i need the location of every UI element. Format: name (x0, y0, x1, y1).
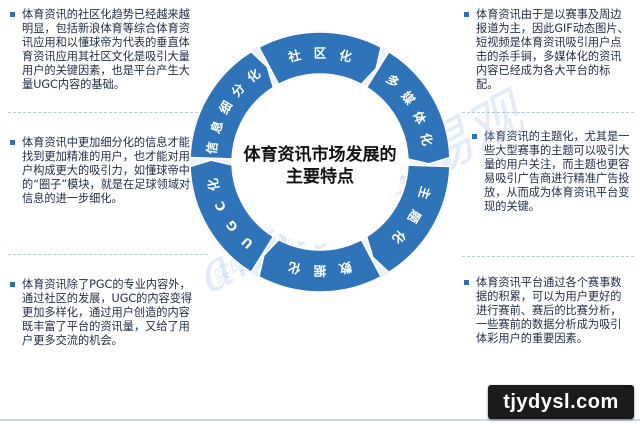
ring-label-char: 化 (338, 47, 354, 65)
center-title-line2: 主要特点 (286, 166, 354, 187)
right-block-multimedia: 体育资讯由于是以赛事及周边报道为主，因此GIF动态图片、短视频是体育资讯吸引用户… (464, 8, 632, 92)
bullet-icon (464, 280, 469, 285)
ring-label-char: 息 (208, 118, 226, 135)
left-block-ugc-text: 体育资讯除了PGC的专业内容外，通过社区的发展，UGC的内容变得更加多样化，通过… (22, 278, 193, 347)
right-block-multimedia-text: 体育资讯由于是以赛事及周边报道为主，因此GIF动态图片、短视频是体育资讯吸引用户… (476, 8, 629, 91)
right-divider-2 (462, 256, 634, 257)
ring-segment (189, 159, 275, 274)
left-block-ugc: 体育资讯除了PGC的专业内容外，通过社区的发展，UGC的内容变得更加多样化，通过… (10, 278, 198, 348)
right-block-data: 体育资讯平台通过各个赛事数据的积累，可以为用户更好的进行赛前、赛后的比赛分析，一… (464, 276, 632, 346)
ring-label-char: 数 (337, 259, 354, 277)
left-divider-1 (8, 112, 208, 113)
right-divider-1 (462, 112, 634, 113)
ring-segment (258, 238, 383, 293)
ring-segment (365, 50, 451, 165)
left-block-segmentation: 体育资讯中更加细分化的信息才能找到更加精准的用户，也才能对用户构成更大的吸引力，… (10, 136, 198, 206)
left-block-community: 体育资讯的社区化趋势已经越来越明显，包括新浪体育等综合体育资讯应用和以懂球帝为代… (10, 8, 198, 92)
bullet-icon (472, 134, 477, 139)
bullet-icon (10, 282, 15, 287)
right-block-theme-text: 体育资讯的主题化，尤其是一些大型赛事的主题可以吸引大量的用户关注，而主题也更容易… (484, 130, 630, 213)
right-block-theme: 体育资讯的主题化，尤其是一些大型赛事的主题可以吸引大量的用户关注，而主题也更容易… (472, 130, 632, 214)
center-title-line1: 体育资讯市场发展的 (244, 144, 397, 165)
ring-label-char: 主 (415, 185, 433, 202)
left-block-community-text: 体育资讯的社区化趋势已经越来越明显，包括新浪体育等综合体育资讯应用和以懂球帝为代… (22, 8, 190, 91)
bullet-icon (10, 12, 15, 17)
bullet-icon (10, 140, 15, 145)
site-badge: tjydysl.com (488, 385, 634, 419)
ring-label-char: 社 (286, 47, 303, 65)
ring-segment (365, 164, 451, 274)
ring-label-char: 化 (286, 259, 302, 277)
center-disc (238, 80, 402, 244)
site-badge-label: tjydysl.com (503, 390, 619, 413)
ring-label-char: 信 (204, 140, 221, 155)
left-divider-2 (8, 254, 208, 255)
ring-segment (257, 31, 382, 86)
ring-label-char: 化 (418, 132, 435, 148)
ring-segment (189, 50, 275, 160)
ring-label-char: 据 (313, 264, 326, 279)
right-block-data-text: 体育资讯平台通过各个赛事数据的积累，可以为用户更好的进行赛前、赛后的比赛分析，一… (476, 276, 622, 345)
footer-line (0, 419, 640, 421)
ring-label-char: 区 (314, 46, 327, 61)
left-block-segmentation-text: 体育资讯中更加细分化的信息才能找到更加精准的用户，也才能对用户构成更大的吸引力，… (22, 136, 191, 205)
bullet-icon (464, 12, 469, 17)
ring-label-char: 化 (205, 177, 222, 193)
